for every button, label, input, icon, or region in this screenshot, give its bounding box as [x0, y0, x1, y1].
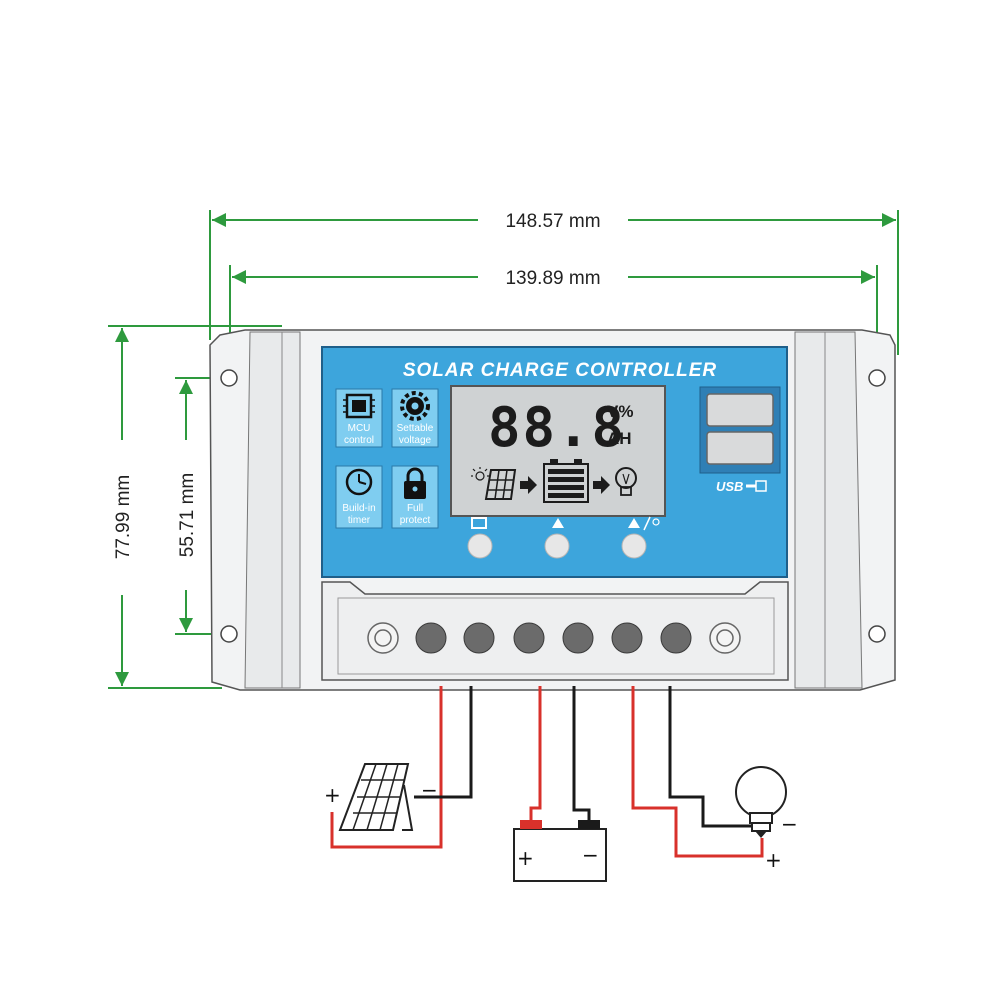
- battery-icon: [513, 820, 607, 882]
- feature-settable-voltage: Settable voltage: [391, 388, 439, 448]
- feature-full-protect: Full protect: [391, 465, 439, 529]
- chip-icon: [343, 393, 375, 419]
- lock-icon: [404, 467, 426, 499]
- usb-port-top[interactable]: [706, 393, 774, 427]
- terminal-battery-minus[interactable]: [562, 622, 594, 654]
- lcd-unit-top: V%: [607, 402, 633, 421]
- terminal-load-minus[interactable]: [660, 622, 692, 654]
- feature-line2: timer: [348, 515, 371, 526]
- solar-panel-icon: [338, 763, 414, 831]
- feature-line2: voltage: [399, 435, 432, 446]
- dimension-hole-width: 139.89 mm: [229, 265, 878, 372]
- feature-line1: MCU: [348, 423, 371, 434]
- usb-plug-icon: [746, 480, 767, 492]
- solar-minus-wire: [414, 686, 473, 799]
- up-button[interactable]: [544, 533, 570, 559]
- dimension-overall-width: 148.57 mm: [209, 210, 899, 355]
- battery-minus-wire: [572, 686, 591, 820]
- load-minus-wire: [668, 686, 757, 828]
- hole-height-label: 55.71 mm: [177, 473, 198, 557]
- menu-icon: [471, 517, 487, 529]
- load-minus-sign: −: [781, 812, 798, 836]
- front-panel: SOLAR CHARGE CONTROLLER MCU control: [321, 346, 788, 578]
- feature-line1: Full: [407, 503, 423, 514]
- panel-title: SOLAR CHARGE CONTROLLER: [403, 360, 717, 381]
- up-arrow-icon: [552, 518, 564, 528]
- lcd-unit-bottom: AH: [607, 429, 632, 448]
- terminal-block: [321, 581, 789, 681]
- lcd-battery-icon: [543, 459, 589, 503]
- overall-width-label: 148.57 mm: [505, 211, 600, 232]
- solar-plus-wire: [330, 686, 443, 849]
- mount-hole-bottom-right: [868, 625, 886, 643]
- battery-minus-sign: −: [582, 843, 599, 867]
- menu-button[interactable]: [467, 533, 493, 559]
- lcd-solar-panel-icon: [484, 469, 517, 500]
- load-wiring: − +: [631, 686, 798, 872]
- lcd-arrow-icon: [593, 476, 610, 494]
- down-load-button-group: [621, 516, 660, 559]
- feature-line2: protect: [400, 515, 431, 526]
- light-bulb-icon: [735, 766, 787, 838]
- solar-minus-sign: −: [421, 778, 438, 802]
- feature-line2: control: [344, 435, 374, 446]
- terminal-solar-minus[interactable]: [463, 622, 495, 654]
- terminal-end-screw-left: [367, 622, 399, 654]
- clock-icon: [345, 468, 373, 496]
- terminal-battery-plus[interactable]: [513, 622, 545, 654]
- lcd-digits: 88.8: [488, 396, 626, 459]
- terminal-solar-plus[interactable]: [415, 622, 447, 654]
- load-button[interactable]: [621, 533, 647, 559]
- lcd-display: 88.8 V% AH: [450, 385, 666, 517]
- feature-mcu-control: MCU control: [335, 388, 383, 448]
- battery-plus-sign: +: [517, 846, 534, 870]
- mount-hole-bottom-left: [220, 625, 238, 643]
- dimension-hole-height: 55.71 mm: [175, 377, 225, 635]
- usb-label: USB: [716, 479, 743, 494]
- terminal-end-screw-right: [709, 622, 741, 654]
- up-button-group: [544, 518, 570, 559]
- overall-height-label: 77.99 mm: [113, 475, 134, 559]
- mount-hole-top-left: [220, 369, 238, 387]
- battery-wiring: + −: [513, 686, 607, 882]
- lcd-sun-icon: [471, 467, 489, 481]
- terminal-load-plus[interactable]: [611, 622, 643, 654]
- hole-width-label: 139.89 mm: [505, 268, 600, 289]
- load-bulb-icon: [652, 518, 660, 526]
- gear-icon: [400, 391, 430, 421]
- lcd-bulb-icon: [615, 467, 637, 496]
- usb-port-bottom[interactable]: [706, 431, 774, 465]
- load-plus-sign: +: [765, 848, 782, 872]
- battery-plus-wire: [529, 686, 542, 820]
- down-arrow-icon: [628, 518, 640, 528]
- load-plus-wire: [631, 686, 764, 858]
- mount-hole-top-right: [868, 369, 886, 387]
- menu-button-group: [467, 517, 493, 559]
- feature-line1: Settable: [397, 423, 434, 434]
- usb-port-group: USB: [699, 386, 781, 494]
- lcd-arrow-icon: [520, 476, 537, 494]
- feature-build-in-timer: Build-in timer: [335, 465, 383, 529]
- dimension-overall-height: 77.99 mm: [108, 325, 282, 689]
- solar-wiring: + −: [324, 686, 473, 849]
- feature-line1: Build-in: [342, 503, 375, 514]
- solar-plus-sign: +: [324, 783, 341, 807]
